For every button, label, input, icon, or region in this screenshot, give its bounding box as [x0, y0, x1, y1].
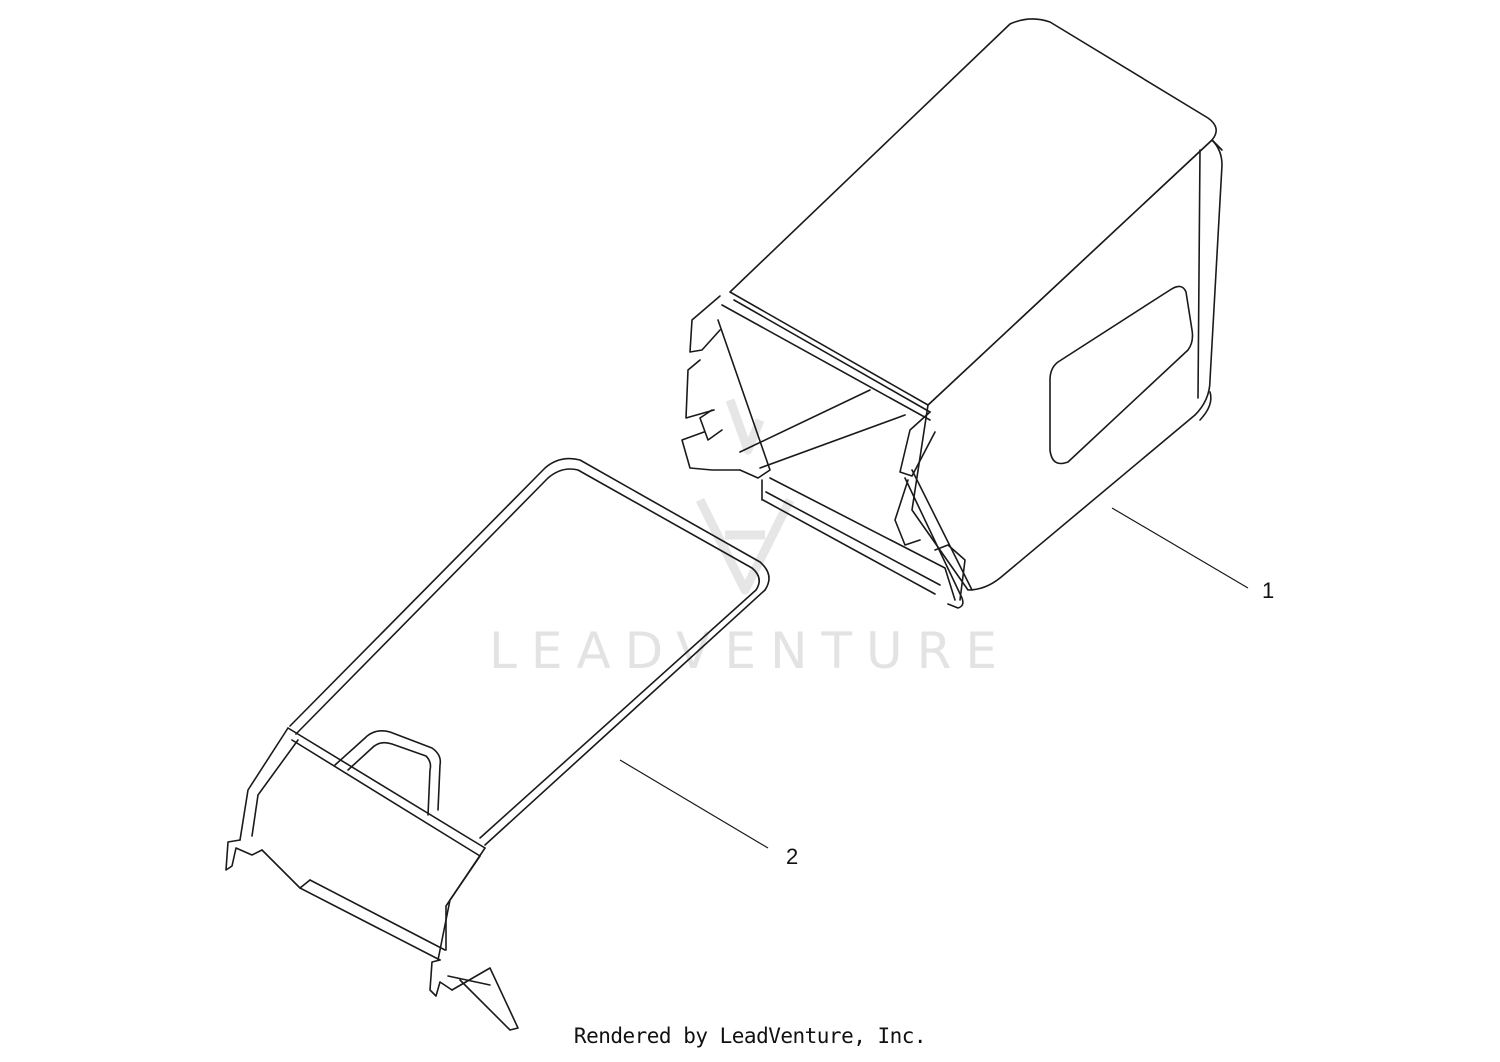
callout-1: 1: [1262, 578, 1274, 603]
watermark-text: LEADVENTURE: [489, 622, 1011, 680]
bag-frame[interactable]: [225, 457, 770, 1031]
grass-bag[interactable]: [681, 18, 1223, 609]
render-credit: Rendered by LeadVenture, Inc.: [573, 1024, 927, 1048]
callout-2: 2: [786, 844, 798, 869]
watermark-logo: [695, 398, 795, 595]
callout-leader-2: [619, 759, 769, 849]
callout-leader-1: [1111, 507, 1249, 589]
